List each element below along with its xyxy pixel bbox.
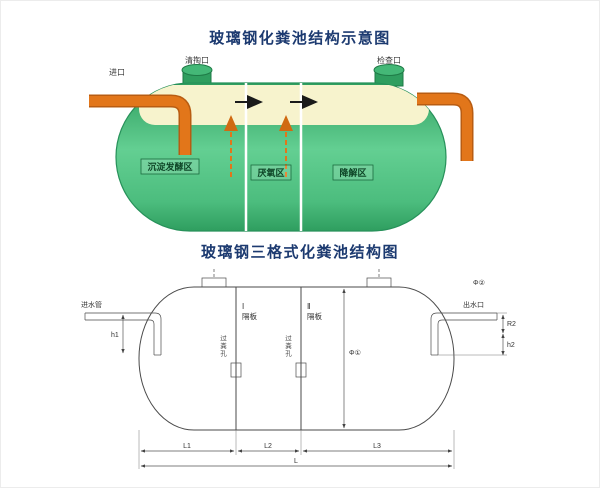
baffle-2-hole-label: 过粪孔 [284, 334, 292, 358]
zone-1-label: 沉淀发酵区 [147, 161, 192, 172]
dim-l3-label: L3 [373, 443, 381, 450]
outlet-pipe-bottom-line [437, 319, 497, 355]
dim-l1-label: L1 [183, 443, 191, 450]
inlet-pipe-bottom-line [85, 319, 155, 355]
zone-1: 沉淀发酵区 [140, 158, 200, 175]
manhole-left-lid [181, 64, 213, 76]
structure-diagram: Ⅰ 隔板 Ⅱ 隔板 过粪孔 过粪孔 进水管 出水口 Φ② Φ① [81, 269, 516, 469]
inlet-pipe-fill [89, 96, 190, 155]
outlet-pipe-top-line [430, 312, 497, 355]
inlet-pipe [89, 94, 192, 155]
inlet-label: 进口 [109, 68, 125, 77]
phi-center-label: Φ① [349, 349, 361, 357]
manhole-cap-left [181, 64, 213, 87]
phi-outlet-label: Φ② [473, 280, 485, 287]
inlet-pipe-top-line [85, 312, 162, 355]
manhole-left-rect [201, 277, 227, 288]
schematic-diagram: 进口 清掏口 检查口 沉淀发酵区 厌氧区 降解区 [89, 55, 474, 232]
manhole-cap-right [373, 64, 405, 87]
outlet-pipe-drawing [430, 312, 498, 356]
outlet-pipe [417, 92, 474, 161]
inlet-pipe-label: 进水管 [81, 300, 102, 309]
baffle-1-hole [230, 362, 242, 378]
h1-label: h1 [111, 332, 119, 339]
baffle-2-num: Ⅱ [307, 302, 311, 311]
manhole-right-rect [366, 277, 392, 288]
dim-l2-label: L2 [264, 443, 272, 450]
manhole-right-lid [373, 64, 405, 76]
zone-2-label: 厌氧区 [257, 167, 284, 178]
baffle-1-num: Ⅰ [242, 302, 244, 311]
baffle-2-hole [295, 362, 307, 378]
manhole-left-drawing [201, 269, 227, 288]
manhole-right-drawing [366, 269, 392, 288]
structure-title: 玻璃钢三格式化粪池结构图 [200, 244, 399, 261]
zone-2: 厌氧区 [250, 164, 292, 181]
zone-3: 降解区 [332, 164, 374, 181]
tank-outline [138, 286, 455, 431]
flow-arrows [224, 95, 318, 177]
zone-2-box [250, 164, 292, 181]
tank-interior [139, 83, 429, 231]
cream-band [139, 85, 429, 125]
h2-label: h2 [507, 342, 515, 349]
schematic-title: 玻璃钢化粪池结构示意图 [209, 30, 391, 47]
outlet-pipe-fill [417, 94, 472, 161]
clean-port-label: 清掏口 [185, 55, 209, 65]
baffle-1-hole-label: 过粪孔 [219, 334, 227, 358]
outlet-pipe-label: 出水口 [463, 300, 484, 309]
r2-label: R2 [507, 321, 516, 328]
inlet-pipe-drawing [84, 312, 162, 356]
baffle-1-label: 隔板 [242, 311, 257, 321]
baffle-2-label: 隔板 [307, 311, 322, 321]
zone-3-label: 降解区 [339, 167, 366, 178]
zone-1-box [140, 158, 200, 175]
dim-l-label: L [294, 458, 298, 465]
inspection-port-label: 检查口 [377, 55, 401, 65]
zone-3-box [332, 164, 374, 181]
bottom-dimensions: L1 L2 L3 L [138, 430, 455, 469]
